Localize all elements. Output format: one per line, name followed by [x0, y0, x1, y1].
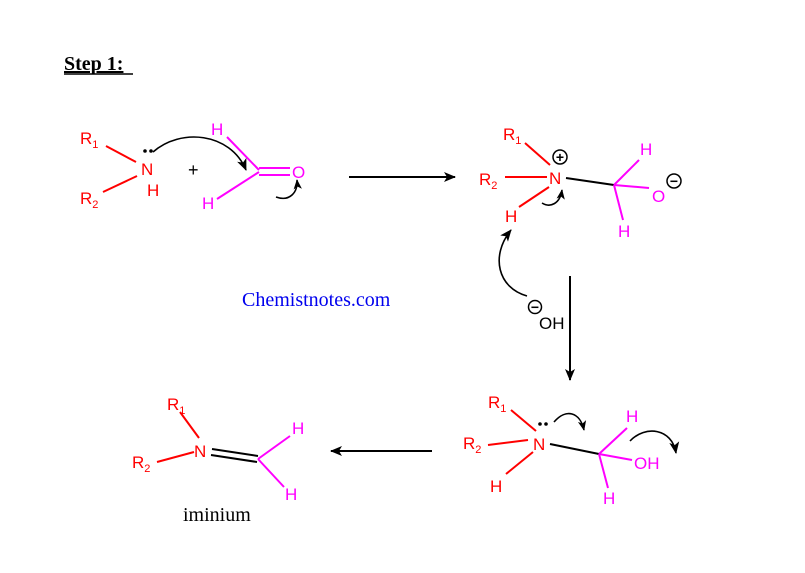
n-h-atom: H — [490, 477, 502, 496]
curved-arrow-n-attack — [152, 136, 247, 171]
r1-label: R1 — [167, 395, 185, 417]
bond-c-h — [613, 159, 640, 186]
lone-pair-dot — [143, 149, 147, 153]
amine-reactant: R1 R2 N H — [80, 129, 159, 211]
plus-sign: + — [188, 160, 199, 180]
h-atom: H — [211, 120, 223, 139]
n-h-atom: H — [505, 207, 517, 226]
negative-charge — [666, 173, 682, 189]
n-atom: N — [141, 160, 153, 179]
r1-label: R1 — [488, 393, 506, 415]
oh-group: OH — [634, 454, 660, 473]
h-atom: H — [640, 140, 652, 159]
n-atom: N — [194, 442, 206, 461]
o-atom: O — [292, 163, 305, 182]
watermark: Chemistnotes.com — [242, 289, 391, 311]
hydroxide-charge-sign: − — [531, 299, 539, 315]
hydroxide-charge — [527, 299, 543, 315]
double-bond-line — [211, 448, 259, 457]
bond-c-h — [257, 435, 291, 460]
bond-h-c — [216, 171, 260, 200]
positive-charge-sign: + — [556, 149, 564, 165]
curved-arrow-hydroxide — [498, 229, 528, 297]
bond-r2-n — [487, 439, 529, 446]
curved-arrow-nh-bond — [541, 189, 565, 206]
h-atom: H — [202, 194, 214, 213]
r2-label: R2 — [463, 434, 481, 456]
bond-r1-n — [179, 411, 200, 439]
bond-r1-n — [510, 409, 537, 432]
h-atom: H — [603, 489, 615, 508]
bond-c-oh — [598, 453, 633, 461]
bond-r1-n — [524, 142, 551, 166]
step-label: Step 1: — [64, 53, 123, 75]
lone-pair-dot — [149, 149, 153, 153]
bond-c-h — [598, 427, 628, 455]
r2-label: R2 — [479, 170, 497, 192]
h-atom: H — [285, 485, 297, 504]
zwitterion-intermediate: R1 R2 N H + H O − H — [479, 125, 682, 241]
bond-c-o — [613, 184, 650, 189]
r2-label: R2 — [80, 189, 98, 211]
bond-c-h — [598, 453, 609, 489]
bond-h-n — [518, 186, 550, 208]
curved-arrow-pi-to-o — [275, 179, 302, 199]
r2-label: R2 — [132, 453, 150, 475]
r1-label: R1 — [80, 129, 98, 151]
bond-c-h — [257, 458, 285, 488]
bond-r2-n — [102, 175, 138, 193]
bond-r2-n — [156, 451, 195, 463]
n-atom: N — [549, 169, 561, 188]
n-h-atom: H — [147, 181, 159, 200]
h-atom: H — [292, 419, 304, 438]
hydroxide-label: OH — [539, 314, 565, 333]
h-atom: H — [626, 407, 638, 426]
n-atom: N — [533, 435, 545, 454]
bond-h-c — [226, 136, 260, 171]
double-bond-line — [210, 454, 258, 463]
r1-label: R1 — [503, 125, 521, 147]
lone-pair-dot — [544, 422, 548, 426]
lone-pair-dot — [538, 422, 542, 426]
bond-n-c — [565, 177, 615, 186]
positive-charge — [552, 149, 568, 165]
formaldehyde-reactant: H H O — [202, 120, 305, 213]
iminium-product: R1 R2 N H H — [132, 395, 304, 504]
negative-charge-sign: − — [670, 173, 678, 189]
curved-arrow-oh-leaving — [629, 430, 680, 454]
h-atom: H — [618, 222, 630, 241]
bond-h-n — [505, 451, 534, 475]
curved-arrow-lone-pair — [553, 412, 587, 431]
bond-n-c — [549, 443, 600, 455]
bond-c-h — [613, 184, 624, 221]
bond-r1-n — [105, 145, 137, 163]
product-label: iminium — [183, 504, 251, 526]
carbinolamine-intermediate: R1 R2 N H H OH H — [463, 393, 660, 508]
o-atom: O — [652, 187, 665, 206]
